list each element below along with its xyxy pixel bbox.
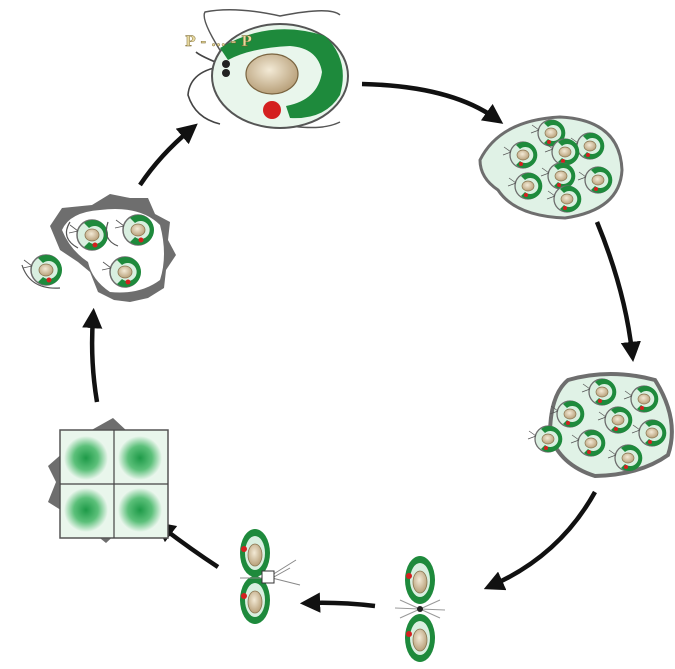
arrow-fusion-to-zygote — [310, 603, 375, 606]
arrow-sporangium-to-gametangium — [597, 222, 632, 352]
arrow-zygospore-to-release — [92, 318, 97, 402]
eyespot-icon — [263, 101, 281, 119]
gametangium — [528, 374, 672, 476]
vegetative-cell: Р - ... - Р — [185, 10, 348, 128]
arrow-gametangium-to-fusion — [493, 492, 595, 585]
gamete-fusion — [395, 556, 445, 662]
top-label: Р - ... - Р — [185, 34, 252, 50]
zygote-pair — [240, 529, 300, 624]
arrow-vegetative-to-sporangium — [362, 84, 495, 118]
zygospore — [48, 418, 168, 543]
nucleus — [246, 54, 298, 94]
zoospore-sporangium — [480, 117, 622, 218]
arrow-zygote-to-zygospore — [163, 528, 218, 567]
meiospores-release — [22, 194, 176, 302]
arrow-release-to-vegetative — [140, 130, 190, 185]
